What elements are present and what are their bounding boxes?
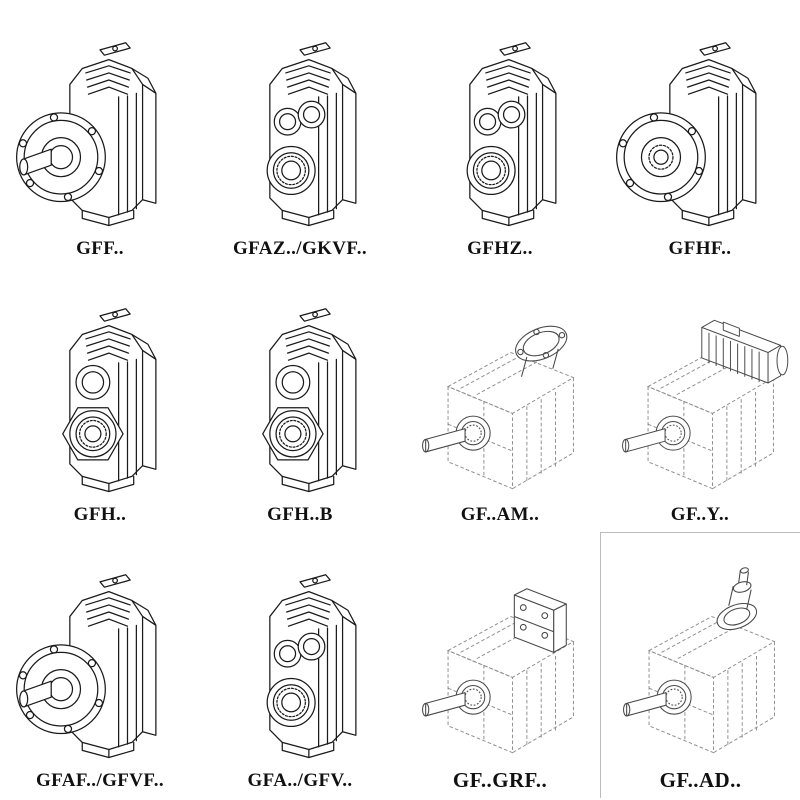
- model-label: GFAZ../GKVF..: [233, 238, 367, 260]
- gearbox-drawing-flange-solid-shaft: [11, 33, 189, 237]
- catalog-cell: GFH..: [0, 266, 200, 532]
- catalog-cell: GF..GRF..: [400, 532, 600, 798]
- model-label: GFAF../GFVF..: [35, 770, 164, 792]
- gearbox-drawing-hollow-shaft: [211, 33, 389, 237]
- catalog-cell: GFA../GFV..: [200, 532, 400, 798]
- model-label: GF..GRF..: [452, 767, 548, 792]
- model-label: GFHF..: [668, 238, 732, 260]
- catalog-cell: GF..Y..: [600, 266, 800, 532]
- model-label: GFA../GFV..: [247, 770, 353, 792]
- model-label: GF..AM..: [460, 504, 540, 526]
- gearbox-drawing-servo-adapter: [400, 561, 600, 767]
- catalog-cell: GFHZ..: [400, 0, 600, 266]
- gearbox-drawing-shaft-mounted-foot: [211, 299, 389, 503]
- catalog-cell: GF..AM..: [400, 266, 600, 532]
- catalog-cell: GFH..B: [200, 266, 400, 532]
- gearbox-drawing-shaft-mounted: [11, 299, 189, 503]
- gearbox-drawing-iec-adapter-flange: [400, 297, 600, 503]
- model-label: GF..Y..: [670, 504, 730, 526]
- model-label: GFHZ..: [467, 238, 533, 260]
- model-label: GF..AD..: [659, 767, 742, 792]
- catalog-cell: GFHF..: [600, 0, 800, 266]
- gearbox-drawing-hollow-shaft: [211, 565, 389, 769]
- catalog-cell: GF..AD..: [600, 532, 800, 798]
- model-label: GFH..: [73, 504, 127, 526]
- gearbox-drawing-hollow-shaft: [411, 33, 589, 237]
- catalog-cell: GFAF../GFVF..: [0, 532, 200, 798]
- catalog-cell: GFF..: [0, 0, 200, 266]
- model-label: GFH..B: [267, 504, 333, 526]
- gearbox-drawing-input-shaft-adapter: [601, 561, 800, 767]
- gearbox-drawing-flange-hollow-shaft: [611, 33, 789, 237]
- catalog-cell: GFAZ../GKVF..: [200, 0, 400, 266]
- model-label: GFF..: [76, 238, 124, 260]
- gearbox-drawing-flange-solid-shaft: [11, 565, 189, 769]
- gearbox-drawing-with-motor: [600, 297, 800, 503]
